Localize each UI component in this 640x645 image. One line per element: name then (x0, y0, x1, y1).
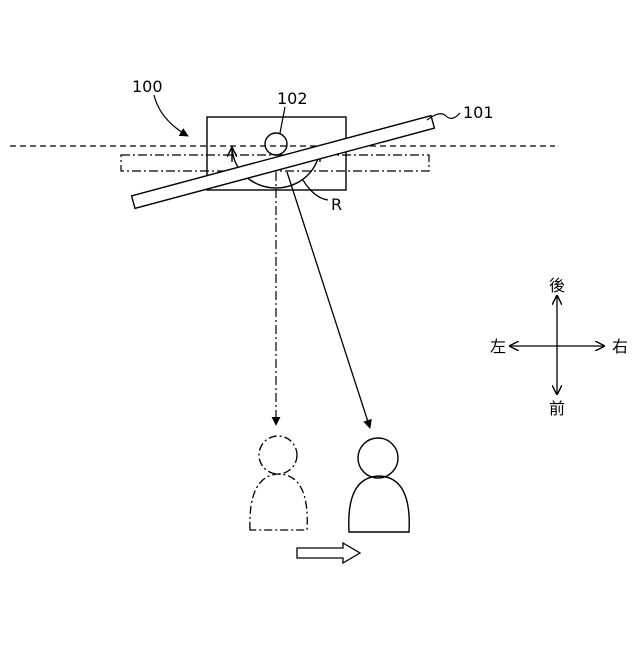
direction-compass: 後 前 左 右 (490, 276, 628, 418)
rotated-panel (132, 116, 435, 209)
label-r: R (331, 195, 342, 214)
label-100: 100 (132, 77, 163, 96)
camera-circle (265, 133, 287, 155)
movement-arrow-icon (297, 543, 360, 563)
compass-left-label: 左 (490, 337, 506, 356)
compass-front-label: 前 (549, 399, 565, 418)
leader-102 (280, 107, 285, 133)
current-sight-line (287, 172, 370, 428)
compass-back-label: 後 (549, 276, 565, 295)
previous-user-icon (250, 436, 307, 530)
label-102: 102 (277, 89, 308, 108)
compass-right-label: 右 (612, 337, 628, 356)
leader-100 (154, 95, 188, 136)
label-101: 101 (463, 103, 494, 122)
current-user-icon (349, 438, 410, 532)
